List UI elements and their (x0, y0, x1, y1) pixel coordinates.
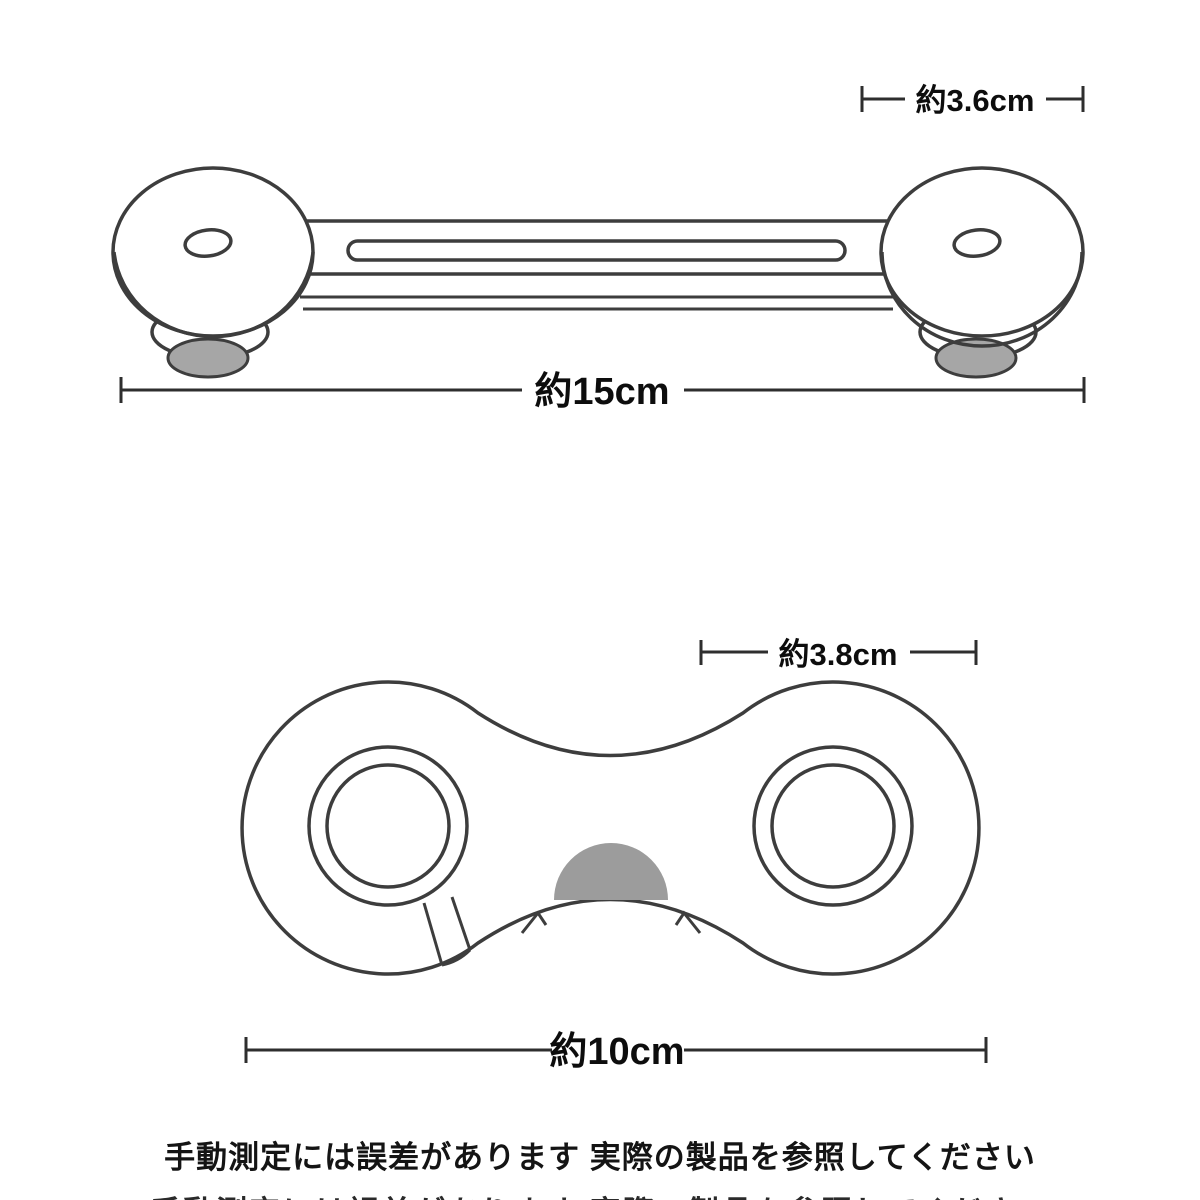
left-ring-outer (307, 745, 469, 907)
right-ring-outer (752, 745, 914, 907)
strap-slot (346, 239, 847, 262)
dim-label-15cm: 約15cm (534, 371, 669, 413)
dimension-3-6cm: 約3.6cm (860, 83, 1085, 118)
disclaimer-text: 手動測定には誤差があります 実際の製品を参照してください (164, 1140, 1036, 1175)
clipped-bottom-text: 手動測定には誤差があります 実際の製品を参照してください (0, 1187, 1200, 1200)
right-suction-foot (934, 337, 1018, 379)
right-disc-rim (880, 251, 1084, 348)
left-ring-inner (325, 763, 451, 889)
release-channel-cap (441, 948, 472, 967)
bridge-notch-right (674, 910, 702, 934)
right-disc-hole (952, 228, 1002, 258)
lock-body-outline (240, 680, 981, 976)
bridge-notch-left (520, 910, 548, 934)
dimension-15cm: 約15cm (119, 371, 1086, 413)
right-disc (879, 166, 1085, 338)
center-dome-button (554, 843, 668, 900)
dim-label-3-8cm: 約3.8cm (779, 637, 898, 672)
left-suction-foot (166, 337, 250, 379)
dim-label-3-6cm: 約3.6cm (916, 83, 1035, 118)
left-disc-rim (112, 251, 315, 339)
right-ring-inner (770, 763, 896, 889)
strap-band (212, 219, 984, 276)
disc-lock-drawing (240, 680, 981, 976)
left-disc-hole (183, 228, 233, 258)
release-channel-line-2 (450, 896, 472, 951)
release-channel-line-1 (422, 902, 444, 966)
dim-label-10cm: 約10cm (549, 1031, 684, 1073)
dimension-3-8cm: 約3.8cm (699, 637, 978, 672)
strap-lock-drawing (111, 166, 1085, 379)
dimension-10cm: 約10cm (244, 1031, 988, 1073)
